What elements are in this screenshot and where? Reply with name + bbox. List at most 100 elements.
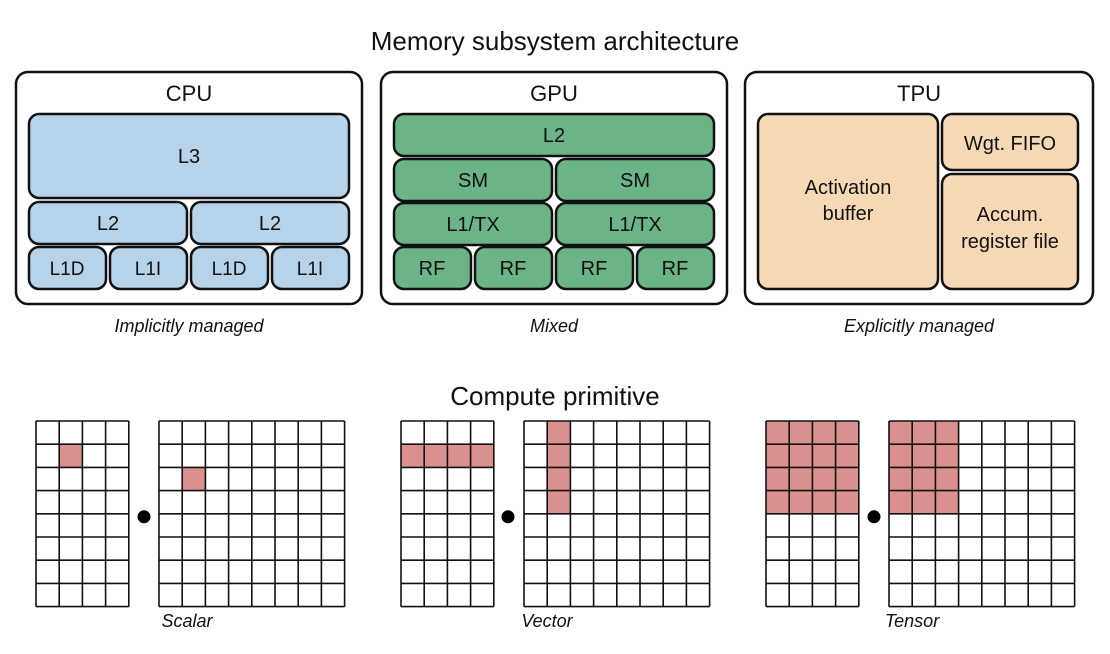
highlighted-cell (889, 421, 913, 445)
highlighted-cell (935, 444, 959, 468)
highlighted-cell (447, 444, 471, 468)
cpu-l1-label: L1D (50, 259, 85, 280)
highlighted-cell (889, 444, 913, 468)
highlighted-cell (766, 421, 790, 445)
gpu-rf-label: RF (500, 258, 527, 280)
gpu-rf-label: RF (581, 258, 608, 280)
highlighted-cell (835, 490, 859, 514)
gpu-sm-block (392, 157, 554, 203)
gpu-rf-block (554, 245, 635, 291)
highlighted-cell (812, 444, 836, 468)
highlighted-cell (470, 444, 494, 468)
highlighted-cell (547, 490, 571, 514)
gpu-rf-block (473, 245, 554, 291)
gpu-sm-label: SM (620, 170, 650, 192)
cpu-l1i-block (108, 245, 189, 291)
highlighted-cell (766, 444, 790, 468)
gpu-l2-label: L2 (543, 125, 565, 147)
highlighted-cell (812, 421, 836, 445)
cpu-l1i-block (270, 245, 351, 291)
highlighted-cell (912, 421, 936, 445)
vector-panel: Vector (400, 420, 711, 631)
cpu-l1-label: L1I (297, 259, 323, 280)
highlighted-cell (789, 444, 813, 468)
highlighted-cell (401, 444, 425, 468)
cpu-l2-block (189, 200, 351, 246)
dot-product-operator (137, 510, 151, 524)
highlighted-cell (547, 444, 571, 468)
tpu-accum-register-file (940, 172, 1080, 291)
highlighted-cell (935, 467, 959, 491)
compute-title: Compute primitive (450, 381, 660, 411)
gpu-sm-label: SM (458, 170, 488, 192)
highlighted-cell (812, 490, 836, 514)
cpu-l2-label: L2 (97, 213, 119, 235)
cpu-l3-block (27, 112, 351, 200)
cpu-l1-label: L1I (135, 259, 161, 280)
gpu-header: GPU (530, 81, 578, 106)
cpu-l1-label: L1D (212, 259, 247, 280)
highlighted-cell (182, 467, 206, 491)
dot-product-operator (501, 510, 515, 524)
memory-title: Memory subsystem architecture (371, 26, 739, 56)
highlighted-cell (59, 444, 83, 468)
highlighted-cell (547, 421, 571, 445)
gpu-caption: Mixed (530, 316, 579, 336)
highlighted-cell (547, 467, 571, 491)
gpu-l1tx-block (554, 201, 716, 247)
tpu-activation-label: Activation (805, 177, 892, 199)
highlighted-cell (912, 490, 936, 514)
gpu-sm-block (554, 157, 716, 203)
highlighted-cell (789, 421, 813, 445)
vector-left-matrix (400, 420, 495, 608)
gpu-l2-block (392, 112, 716, 158)
highlighted-cell (935, 490, 959, 514)
highlighted-cell (912, 467, 936, 491)
highlighted-cell (835, 444, 859, 468)
gpu-panel: GPU L2 SM SM L1/TX L1/TX RF RF RF RF Mix… (379, 70, 729, 336)
scalar-panel: Scalar (35, 420, 346, 631)
gpu-rf-label: RF (662, 258, 689, 280)
tpu-accum-label: register file (961, 231, 1059, 253)
highlighted-cell (424, 444, 448, 468)
highlighted-cell (766, 490, 790, 514)
highlighted-cell (835, 421, 859, 445)
tpu-accum-label: Accum. (977, 204, 1044, 226)
tensor-panel: Tensor (765, 420, 1076, 631)
cpu-l2-block (27, 200, 189, 246)
cpu-l2-label: L2 (259, 213, 281, 235)
highlighted-cell (889, 490, 913, 514)
tensor-right-matrix (888, 420, 1076, 608)
highlighted-cell (766, 467, 790, 491)
gpu-l1tx-label: L1/TX (608, 214, 661, 236)
tpu-wgt-fifo-label: Wgt. FIFO (964, 133, 1056, 155)
highlighted-cell (789, 490, 813, 514)
cpu-l1d-block (189, 245, 270, 291)
scalar-left-matrix (35, 420, 130, 608)
cpu-panel: CPU L3 L2 L2 L1D L1I L1D L1I Implicitly … (14, 70, 364, 336)
cpu-caption: Implicitly managed (114, 316, 264, 336)
highlighted-cell (935, 421, 959, 445)
highlighted-cell (812, 467, 836, 491)
scalar-right-matrix (158, 420, 346, 608)
gpu-rf-block (392, 245, 473, 291)
gpu-l1tx-block (392, 201, 554, 247)
highlighted-cell (835, 467, 859, 491)
gpu-rf-label: RF (419, 258, 446, 280)
gpu-rf-block (635, 245, 716, 291)
scalar-caption: Scalar (161, 611, 213, 631)
gpu-l1tx-label: L1/TX (446, 214, 499, 236)
cpu-l1d-block (27, 245, 108, 291)
cpu-header: CPU (166, 81, 212, 106)
tpu-panel: TPU Activation buffer Wgt. FIFO Accum. r… (743, 70, 1095, 336)
tensor-caption: Tensor (885, 611, 940, 631)
tpu-wgt-fifo (940, 112, 1080, 172)
highlighted-cell (889, 467, 913, 491)
vector-right-matrix (523, 420, 711, 608)
highlighted-cell (789, 467, 813, 491)
highlighted-cell (912, 444, 936, 468)
tpu-activation-buffer (756, 112, 940, 291)
tpu-caption: Explicitly managed (844, 316, 995, 336)
